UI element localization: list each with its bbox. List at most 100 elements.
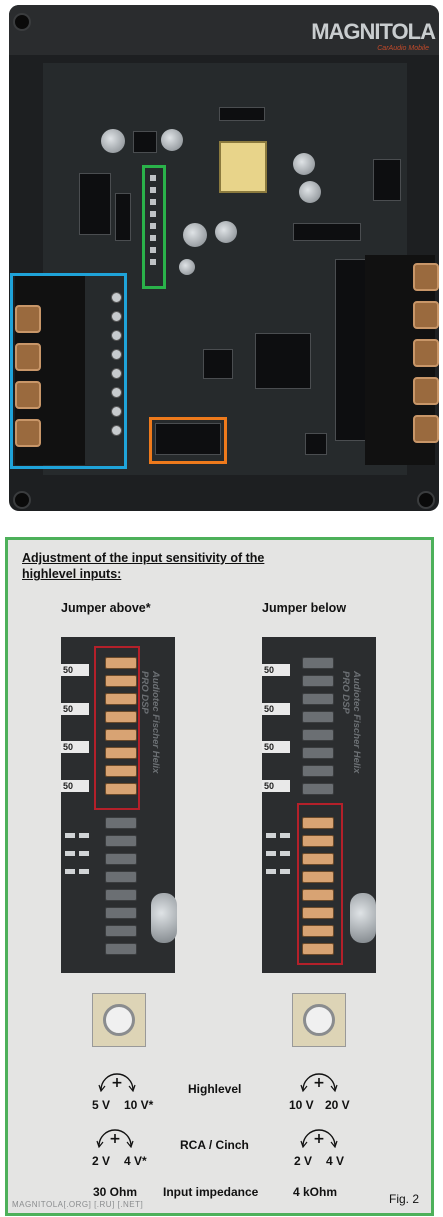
smd-part [65,851,75,856]
highlevel-right-high: 20 V [325,1098,350,1112]
highlight-jumper-block [142,165,166,289]
rca-left-high: 4 V* [124,1154,147,1168]
smd-part [280,833,290,838]
capacitor [293,153,315,175]
ic-chip [305,433,327,455]
jumper-icon [105,675,137,687]
svg-text:+: + [313,1075,325,1091]
rca-right-high: 4 V [326,1154,345,1168]
jumper-icon [105,747,137,759]
jumper-icon [302,817,334,829]
rotate-arrow-icon: + [300,1129,338,1148]
gain-pot-icon [111,387,122,398]
jumper-icon [105,783,137,795]
pin-pair-icon [302,711,334,723]
smd-array [79,173,111,235]
capacitor [161,129,183,151]
rotate-arrow-icon: + [96,1129,134,1148]
capacitor [350,893,376,943]
jumper-pin [150,235,156,241]
gain-pot-icon [111,368,122,379]
jumper-pin [150,259,156,265]
resistor-label: 50 [262,703,290,715]
pcb-print: Audiotec Fischer Helix PRO DSP [340,671,362,774]
resistor-label: 50 [262,741,290,753]
highlevel-right-low: 10 V [289,1098,314,1112]
left-pcb-closeup: 50 50 50 50 Audiotec Fischer Helix PRO D… [61,637,177,973]
highlight-highlevel-inputs [10,273,127,469]
capacitor [179,259,195,275]
rca-jack-icon [15,381,41,409]
rotate-arrow-icon: + [300,1073,338,1092]
smd-part [266,833,276,838]
ic-chip [203,349,233,379]
gain-pot-icon [111,349,122,360]
gain-pot-icon [111,406,122,417]
ic-chip [115,193,131,241]
mount-hole-icon [417,491,435,509]
right-heading: Jumper below [262,601,347,615]
jumper-icon [302,943,334,955]
board-top-bar [9,5,439,55]
amplifier-board-photo: MAGNITOLA CarAudio Mobile [9,5,439,511]
smd-part [79,869,89,874]
jumper-icon [302,835,334,847]
impedance-right: 4 kOhm [293,1185,338,1199]
rca-left-low: 2 V [92,1154,111,1168]
pin-pair-icon [105,817,137,829]
highlevel-left-low: 5 V [92,1098,111,1112]
pin-header [293,223,361,241]
jumper-icon [105,729,137,741]
usb-connector [373,159,401,201]
transformer [219,141,267,193]
rca-cinch-label: RCA / Cinch [180,1138,249,1152]
highlight-connector [149,417,227,464]
pin-pair-icon [302,693,334,705]
pin-pair-icon [302,657,334,669]
pin-pair-icon [105,907,137,919]
resistor-label: 50 [61,664,89,676]
rca-jack-icon [15,305,41,333]
trim-pot-left [92,993,146,1047]
pin-pair-icon [302,747,334,759]
rotate-arrow-icon: + [98,1073,136,1092]
capacitor [151,893,177,943]
rca-jack-icon [15,343,41,371]
capacitor [299,181,321,203]
jumper-icon [105,765,137,777]
brand-subtitle: CarAudio Mobile [377,45,429,52]
jumper-pin [150,175,156,181]
resistor-label: 50 [61,780,89,792]
svg-text:+: + [109,1131,121,1147]
expansion-connector [155,423,221,455]
resistor-label: 50 [61,703,89,715]
smd-part [266,869,276,874]
resistor-label: 50 [262,780,290,792]
pin-pair-icon [302,675,334,687]
capacitor [215,221,237,243]
svg-text:+: + [313,1131,325,1147]
rca-jack-icon [413,415,439,443]
pcb-print: Audiotec Fischer Helix PRO DSP [139,671,161,774]
pin-pair-icon [105,835,137,847]
jumper-icon [105,711,137,723]
pin-pair-icon [302,783,334,795]
pin-pair-icon [105,853,137,865]
highlevel-label: Highlevel [188,1082,242,1096]
highlight-jumper-below [297,803,343,965]
rca-right-low: 2 V [294,1154,313,1168]
resistor-label: 50 [61,741,89,753]
gain-pot-icon [111,425,122,436]
jumper-pin [150,199,156,205]
highlight-jumper-above [94,646,140,810]
watermark: MAGNITOLA[.ORG] [.RU] [.NET] [12,1200,144,1209]
highlevel-left-high: 10 V* [124,1098,154,1112]
smd-part [280,869,290,874]
dsp-chip [255,333,311,389]
svg-text:+: + [111,1075,123,1091]
pcb [43,63,407,475]
trim-pot-right [292,993,346,1047]
rca-jack-icon [413,377,439,405]
left-heading: Jumper above* [61,601,151,615]
smd-part [266,851,276,856]
